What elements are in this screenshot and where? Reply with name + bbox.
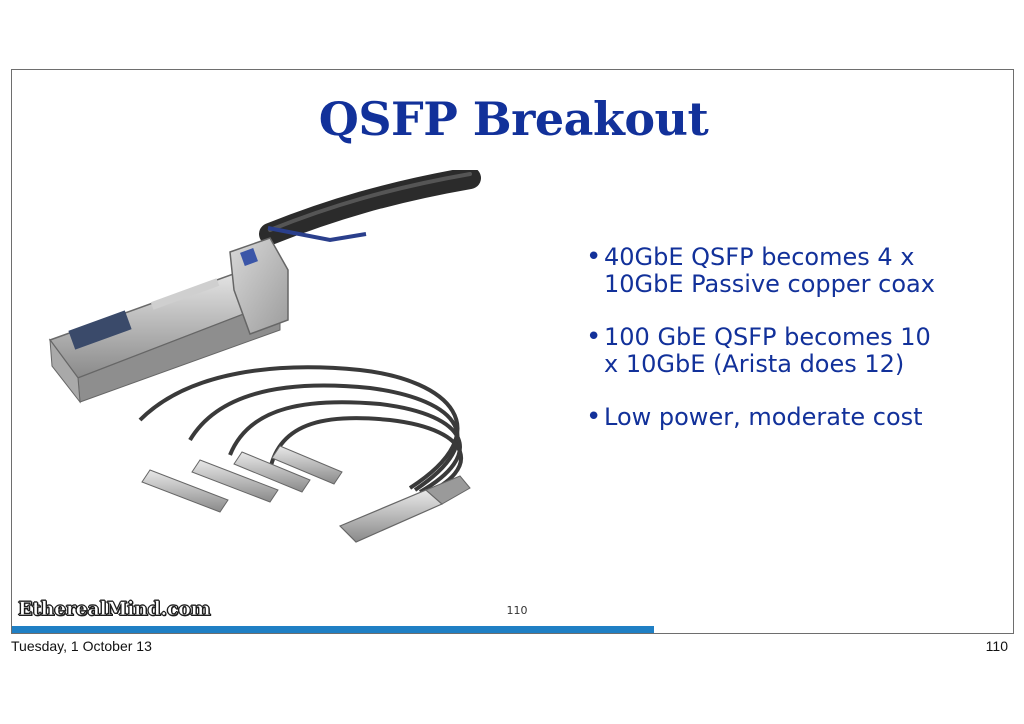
bullet-text: 100 GbE QSFP becomes 10 x 10GbE (Arista … (604, 323, 931, 378)
qsfp-breakout-cable-photo (48, 170, 481, 543)
slide: QSFP Breakout (11, 69, 1014, 634)
bullet-list: • 40GbE QSFP becomes 4 x 10GbE Passive c… (586, 244, 946, 458)
list-item: • 40GbE QSFP becomes 4 x 10GbE Passive c… (586, 244, 946, 297)
progress-fill (12, 626, 654, 633)
footer-page-number: 110 (985, 638, 1008, 654)
bullet-text: Low power, moderate cost (604, 403, 923, 431)
etherealmind-logo: EtherealMind.com (18, 598, 211, 621)
bullet-dot-icon: • (586, 322, 602, 352)
bullet-dot-icon: • (586, 402, 602, 432)
slide-title: QSFP Breakout (318, 92, 709, 146)
progress-bar (12, 626, 1013, 633)
slide-number: 110 (506, 604, 528, 617)
list-item: • Low power, moderate cost (586, 404, 946, 431)
bullet-text: 40GbE QSFP becomes 4 x 10GbE Passive cop… (604, 243, 935, 298)
list-item: • 100 GbE QSFP becomes 10 x 10GbE (Arist… (586, 324, 946, 377)
footer-date: Tuesday, 1 October 13 (11, 638, 152, 654)
bullet-dot-icon: • (586, 242, 602, 272)
